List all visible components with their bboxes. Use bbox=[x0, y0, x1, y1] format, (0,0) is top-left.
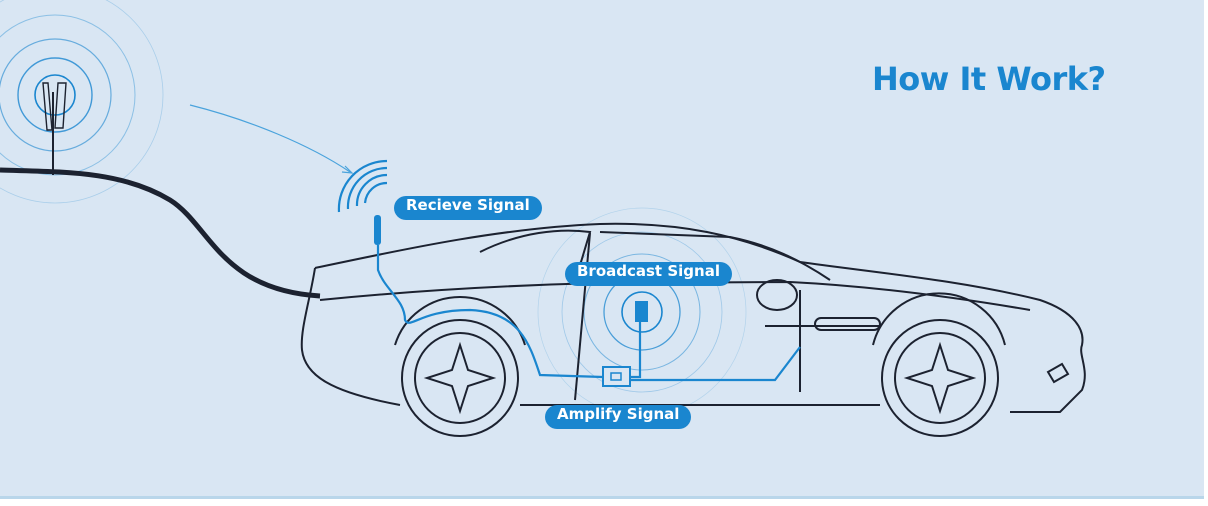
signal-arrow bbox=[189, 104, 351, 173]
tower-signal-rings bbox=[0, 0, 164, 204]
antenna-icon bbox=[374, 215, 381, 245]
rear-wheel bbox=[401, 319, 519, 437]
amplify-signal-label: Amplify Signal bbox=[545, 405, 692, 429]
car-outline bbox=[300, 222, 1086, 413]
broadcast-signal-label: Broadcast Signal bbox=[565, 262, 732, 286]
signal-cable bbox=[376, 245, 801, 382]
front-wheel bbox=[881, 319, 999, 437]
indoor-antenna-icon bbox=[635, 301, 648, 322]
road-hill bbox=[0, 167, 321, 299]
amplifier-icon bbox=[602, 366, 631, 387]
page-title: How It Work? bbox=[872, 60, 1106, 98]
signal-waves-icon bbox=[337, 159, 388, 213]
cell-tower-icon bbox=[42, 82, 67, 175]
receive-signal-label: Recieve Signal bbox=[394, 196, 542, 220]
